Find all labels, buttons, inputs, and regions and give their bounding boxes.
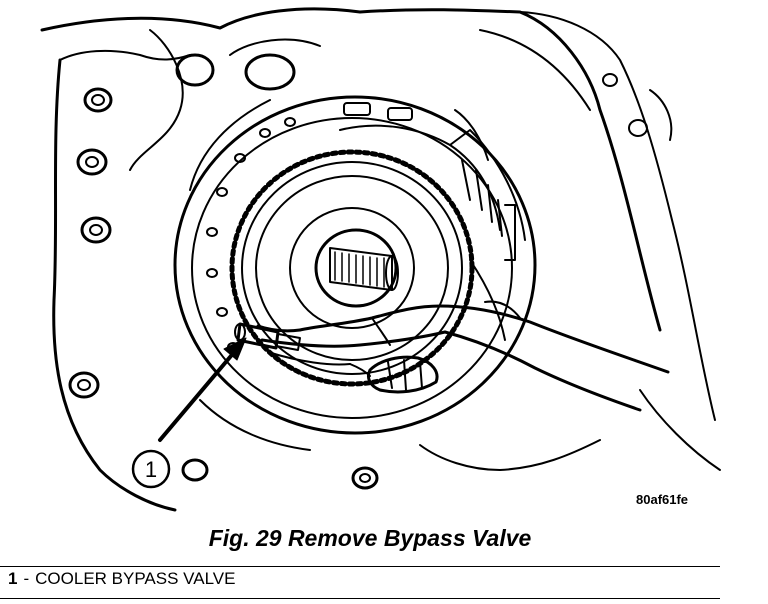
legend-separator: - bbox=[23, 569, 30, 588]
callout-number: 1 bbox=[145, 457, 157, 482]
input-shaft bbox=[289, 207, 415, 329]
image-reference-code: 80af61fe bbox=[636, 492, 689, 507]
pump-ports bbox=[206, 102, 413, 352]
pump-cutaway bbox=[339, 109, 526, 341]
callout-1: 1 bbox=[131, 449, 171, 489]
legend-top-divider bbox=[0, 566, 720, 567]
transmission-case bbox=[40, 7, 721, 512]
figure-caption: Fig. 29 Remove Bypass Valve bbox=[208, 525, 532, 551]
callout-arrow bbox=[158, 337, 247, 442]
transmission-illustration: 1 bbox=[40, 7, 721, 512]
legend-bottom-divider bbox=[0, 598, 720, 599]
technician-hand bbox=[256, 300, 670, 412]
gear-ring bbox=[229, 149, 475, 387]
legend-number: 1 bbox=[8, 569, 18, 588]
case-bolt-holes bbox=[68, 53, 648, 490]
oil-pump-body bbox=[173, 95, 537, 451]
legend-item: 1-COOLER BYPASS VALVE bbox=[8, 569, 235, 589]
legend-label: COOLER BYPASS VALVE bbox=[35, 569, 236, 588]
